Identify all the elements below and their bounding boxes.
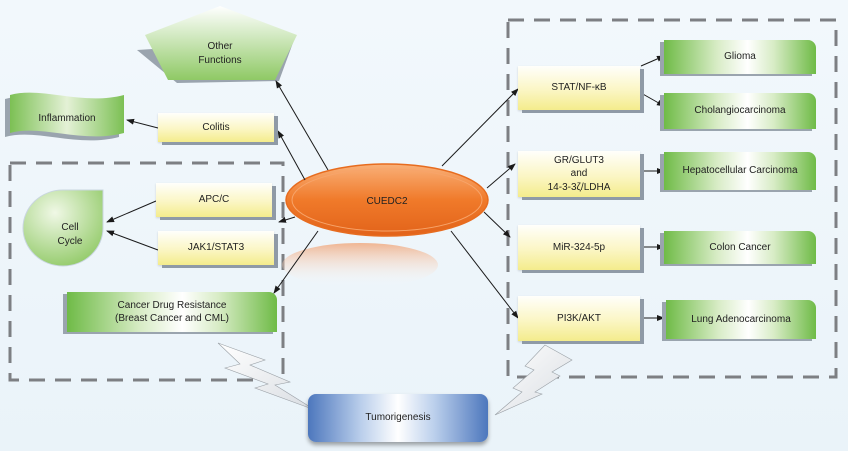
arrow-colitis-to-inflammation <box>126 118 159 129</box>
jak1-stat3-box: JAK1/STAT3 <box>158 231 274 265</box>
inflammation-wave <box>10 92 124 137</box>
lightning-left-icon <box>217 342 316 411</box>
cancer-box: Colon Cancer <box>664 231 816 264</box>
arrow-to-drug-resistance <box>273 230 319 294</box>
other-functions-pentagon <box>145 6 297 80</box>
pathway-box: PI3K/AKT <box>518 296 640 341</box>
center-label: CUEDC2 <box>366 196 408 207</box>
arrow-to-cholangiocarcinoma <box>640 92 665 107</box>
arrow-to-pi3k <box>450 230 519 319</box>
arrow-jak1-to-cell-cycle <box>106 230 159 251</box>
pathway-box: MiR-324-5p <box>518 225 640 270</box>
other-functions-label: Other Functions <box>198 41 242 66</box>
cancer-box: Lung Adenocarcinoma <box>666 300 816 339</box>
arrow-to-stat-nfkb <box>441 88 519 167</box>
cancer-box: Cholangiocarcinoma <box>664 93 816 129</box>
apcc-box: APC/C <box>156 183 272 217</box>
arrow-to-apcc <box>278 216 296 223</box>
arrow-to-mir324 <box>483 211 511 238</box>
pathway-box: STAT/NF-κB <box>518 66 640 110</box>
inflammation-label: Inflammation <box>38 113 96 124</box>
cancer-box: Hepatocellular Carcinoma <box>664 152 816 190</box>
arrow-to-other-functions <box>275 80 329 171</box>
arrow-to-glioma <box>640 55 665 67</box>
left-group-border <box>8 161 285 382</box>
center-ellipse <box>285 163 489 237</box>
pathway-box: GR/GLUT3 and 14-3-3ζ/LDHA <box>518 151 640 197</box>
cell-cycle-drop <box>22 189 104 267</box>
arrow-to-gr-glut3 <box>486 163 516 189</box>
arrow-to-colitis <box>277 130 306 181</box>
right-group-border <box>506 18 838 379</box>
center-ellipse-rim <box>291 168 483 232</box>
lightning-right-icon <box>494 344 573 416</box>
arrow-apcc-to-cell-cycle <box>106 200 157 223</box>
cancer-box: Glioma <box>664 40 816 74</box>
center-reflection <box>282 243 438 287</box>
connectors <box>106 55 665 321</box>
colitis-box: Colitis <box>158 113 274 142</box>
cell-cycle-label: Cell Cycle <box>57 222 83 247</box>
tumorigenesis-box: Tumorigenesis <box>308 394 488 442</box>
drug-resistance-box: Cancer Drug Resistance (Breast Cancer an… <box>67 292 277 332</box>
